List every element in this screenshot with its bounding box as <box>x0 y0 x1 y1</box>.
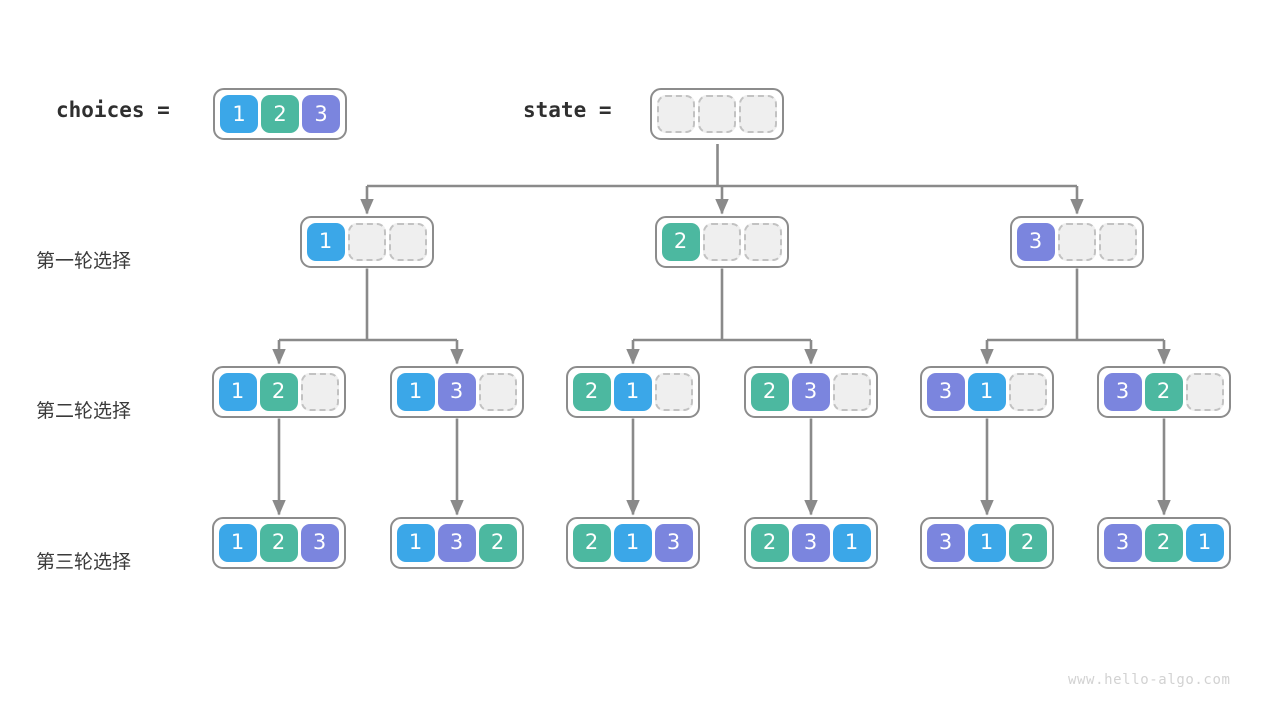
array-cell-empty <box>1057 222 1096 261</box>
array-cell: 2 <box>1144 523 1183 562</box>
array-cell-empty <box>657 95 695 133</box>
array-cell: 1 <box>218 372 257 411</box>
array-cell: 2 <box>1144 372 1183 411</box>
state-label: state = <box>523 98 612 122</box>
array-cell-empty <box>698 95 736 133</box>
array-cell-empty <box>347 222 386 261</box>
array-cell-empty <box>1008 372 1047 411</box>
array-cell: 3 <box>302 95 340 133</box>
round-label-3: 第三轮选择 <box>36 551 132 573</box>
array-cell: 3 <box>926 523 965 562</box>
array-cell: 2 <box>261 95 299 133</box>
array-cell-empty <box>702 222 741 261</box>
state-node-row1-2: 2 <box>654 215 789 268</box>
array-cell: 2 <box>572 523 611 562</box>
array-cell: 3 <box>437 372 476 411</box>
array-cell-empty <box>832 372 871 411</box>
array-cell-empty <box>1185 372 1224 411</box>
array-cell: 2 <box>750 523 789 562</box>
array-cell: 1 <box>396 372 435 411</box>
array-cell: 1 <box>832 523 871 562</box>
state-array <box>650 88 784 140</box>
array-cell: 1 <box>218 523 257 562</box>
array-cell: 1 <box>306 222 345 261</box>
array-cell: 1 <box>396 523 435 562</box>
array-cell: 1 <box>220 95 258 133</box>
round-label-2: 第二轮选择 <box>36 400 132 422</box>
array-cell: 2 <box>572 372 611 411</box>
array-cell: 2 <box>1008 523 1047 562</box>
array-cell-empty <box>478 372 517 411</box>
array-cell: 2 <box>259 372 298 411</box>
array-cell-empty <box>388 222 427 261</box>
array-cell: 3 <box>654 523 693 562</box>
array-cell: 3 <box>437 523 476 562</box>
array-cell-empty <box>300 372 339 411</box>
array-cell: 1 <box>967 523 1006 562</box>
choices-label: choices = <box>56 98 170 122</box>
array-cell: 3 <box>1103 372 1142 411</box>
round-label-1: 第一轮选择 <box>36 250 132 272</box>
array-cell: 2 <box>259 523 298 562</box>
array-cell: 2 <box>661 222 700 261</box>
state-node-row1-3: 3 <box>1009 215 1144 268</box>
state-node-row1-1: 1 <box>299 215 434 268</box>
array-cell: 1 <box>613 523 652 562</box>
array-cell: 1 <box>1185 523 1224 562</box>
array-cell: 2 <box>750 372 789 411</box>
array-cell: 3 <box>791 372 830 411</box>
array-cell: 1 <box>613 372 652 411</box>
array-cell: 3 <box>300 523 339 562</box>
array-cell: 3 <box>791 523 830 562</box>
array-cell-empty <box>1098 222 1137 261</box>
array-cell: 3 <box>1016 222 1055 261</box>
array-cell-empty <box>739 95 777 133</box>
array-cell: 3 <box>926 372 965 411</box>
watermark: www.hello-algo.com <box>1068 672 1231 688</box>
array-cell: 3 <box>1103 523 1142 562</box>
array-cell-empty <box>654 372 693 411</box>
array-cell: 1 <box>967 372 1006 411</box>
array-cell-empty <box>743 222 782 261</box>
array-cell: 2 <box>478 523 517 562</box>
